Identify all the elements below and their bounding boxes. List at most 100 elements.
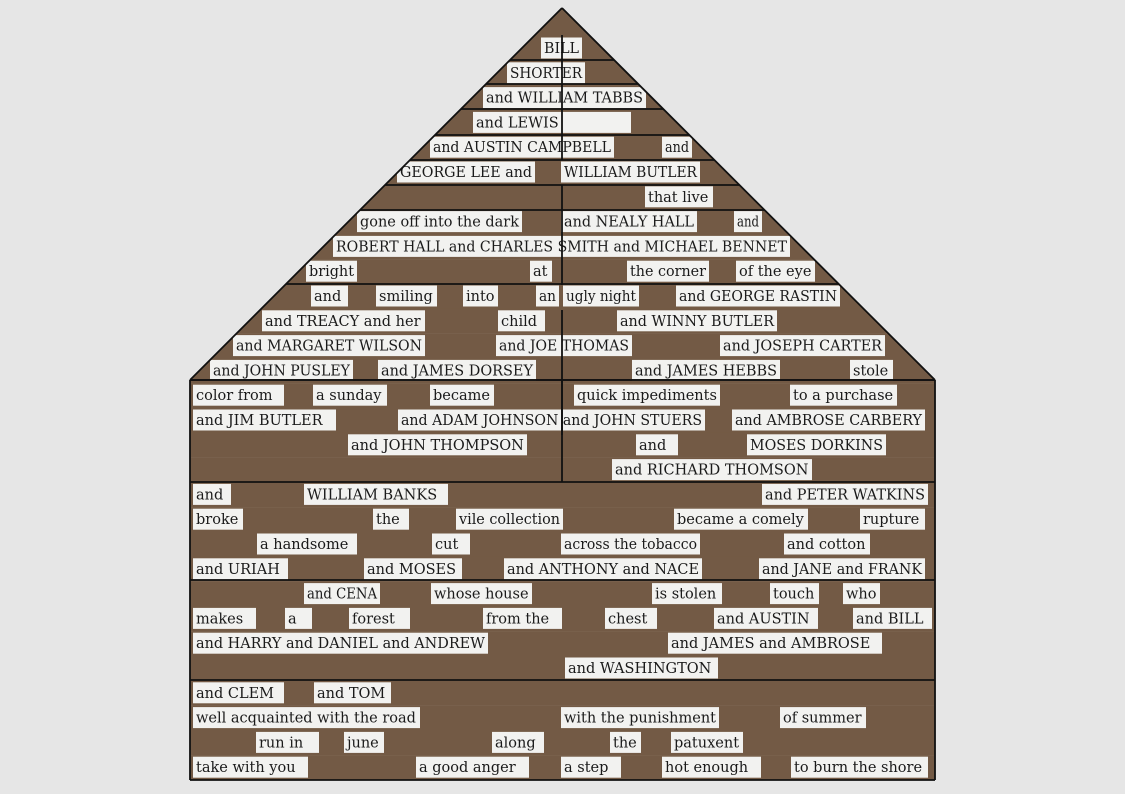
word-strip <box>193 508 243 530</box>
word-strip <box>671 731 743 753</box>
poem-word: and <box>737 215 759 231</box>
poem-word: and JOHN THOMPSON <box>351 438 524 454</box>
word-strip <box>561 707 719 729</box>
word-strip <box>627 260 709 282</box>
roof-edge-right <box>561 7 936 381</box>
word-strip <box>747 434 886 456</box>
word-strip <box>311 285 348 307</box>
word-strip <box>376 285 437 307</box>
poem-word: and CLEM <box>196 686 274 702</box>
word-strip <box>507 62 585 84</box>
poem-word: and TOM <box>317 686 385 702</box>
poem-word: and JAMES DORSEY <box>381 363 533 379</box>
word-strip <box>736 260 815 282</box>
poem-word: of the eye <box>739 264 811 280</box>
word-strip <box>256 731 319 753</box>
poem-word: from the <box>486 611 549 627</box>
poem-word: stole <box>853 363 888 379</box>
poem-word: and AMBROSE CARBERY <box>735 413 922 429</box>
word-strip <box>257 533 357 555</box>
poem-word: that live <box>648 190 708 206</box>
poem-word: and <box>314 289 341 305</box>
word-strip <box>674 508 808 530</box>
poem-word: gone off into the dark <box>360 215 519 231</box>
word-strip <box>193 409 336 431</box>
poem-word: and MARGARET WILSON <box>236 339 422 355</box>
poem-word: an <box>539 289 556 305</box>
word-strip <box>770 583 819 605</box>
poem-word: the <box>613 735 637 751</box>
word-strip <box>348 434 527 456</box>
poem-word: whose house <box>434 587 529 603</box>
poem-word: cut <box>435 537 458 553</box>
word-strip <box>193 707 420 729</box>
poem-word: child <box>501 314 537 330</box>
word-strip <box>561 756 621 778</box>
poem-word: and JIM BUTLER <box>196 413 324 429</box>
poem-word: and JANE and FRANK <box>762 562 923 578</box>
poem-word: of summer <box>783 711 862 727</box>
word-strip <box>397 161 535 183</box>
poem-word: and <box>639 438 666 454</box>
word-strip <box>636 434 678 456</box>
poem-word: and TREACY and her <box>265 314 421 330</box>
word-strip <box>617 310 777 332</box>
word-strip <box>416 756 529 778</box>
poem-word: broke <box>196 512 238 528</box>
poem-word: and WILLIAM TABBS <box>486 91 643 107</box>
word-strip <box>304 483 448 505</box>
poem-word: smiling <box>379 289 433 305</box>
poem-word: became a comely <box>677 512 805 528</box>
word-strip <box>561 211 697 233</box>
word-strip <box>734 211 762 233</box>
word-strip <box>193 607 256 629</box>
word-strip <box>193 682 284 704</box>
word-strip <box>762 483 928 505</box>
poem-word: a sunday <box>316 388 382 404</box>
poem-word: and AUSTIN <box>717 611 810 627</box>
poem-word: and <box>665 140 689 156</box>
word-strip <box>780 707 866 729</box>
poem-word: a <box>288 611 297 627</box>
word-strip <box>496 335 632 357</box>
poem-word: and CENA <box>307 587 377 603</box>
word-strip <box>791 756 928 778</box>
word-strip <box>456 508 563 530</box>
word-strip <box>504 558 702 580</box>
poem-word: and NEALY HALL <box>564 215 694 231</box>
word-strip <box>563 285 639 307</box>
word-strip <box>398 409 705 431</box>
word-strip <box>193 384 284 406</box>
poem-word: and RICHARD THOMSON <box>615 463 809 479</box>
word-strip <box>313 384 387 406</box>
word-strip <box>463 285 498 307</box>
redaction-block <box>190 507 935 533</box>
poem-word: SHORTER <box>510 66 583 82</box>
word-strip <box>843 583 880 605</box>
redaction-block <box>190 457 935 483</box>
word-strip <box>652 583 722 605</box>
word-strip <box>720 335 885 357</box>
poem-word: and JOSEPH CARTER <box>723 339 883 355</box>
poem-word: ugly night <box>566 289 636 305</box>
poem-word: to a purchase <box>793 388 893 404</box>
poem-word: along <box>495 735 536 751</box>
word-strip <box>193 483 231 505</box>
word-strip <box>483 607 562 629</box>
poem-word: june <box>345 735 379 751</box>
poem-word: and AUSTIN CAMPBELL <box>433 140 611 156</box>
word-strip <box>432 533 470 555</box>
word-strip <box>285 607 312 629</box>
poem-word: makes <box>196 611 243 627</box>
word-strip <box>430 136 614 158</box>
poem-word: with the punishment <box>564 711 716 727</box>
word-strip <box>668 632 882 654</box>
word-strip <box>306 260 357 282</box>
poem-word: bright <box>309 264 354 280</box>
word-strip <box>473 111 631 133</box>
poem-word: and WINNY BUTLER <box>620 314 775 330</box>
redaction-block <box>190 184 935 210</box>
poem-word: is stolen <box>655 587 716 603</box>
word-strip <box>373 508 409 530</box>
